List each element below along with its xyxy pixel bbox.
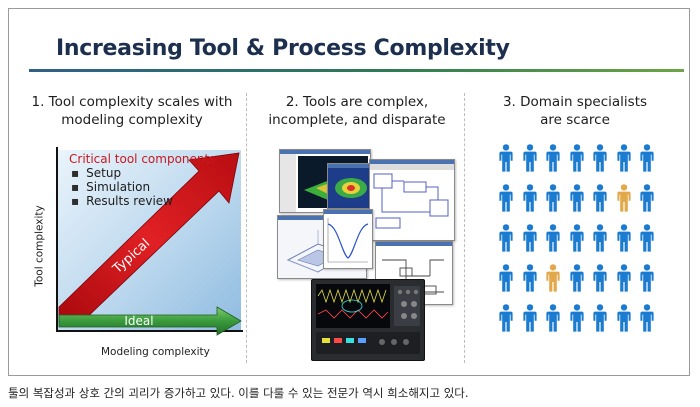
person-icon (640, 184, 654, 212)
x-axis-label: Modeling complexity (101, 346, 210, 358)
slide-title: Increasing Tool & Process Complexity (56, 36, 510, 61)
column-2-heading-line-1: 2. Tools are complex, (285, 94, 429, 110)
person-icon (546, 144, 560, 172)
specialist-icon-highlighted (546, 264, 560, 292)
column-3-heading-line-1: 3. Domain specialists (502, 94, 648, 110)
person-icon (546, 224, 560, 252)
oscilloscope-screen (316, 284, 420, 354)
oscilloscope-image (311, 279, 425, 361)
person-icon (569, 224, 584, 252)
y-axis-label: Tool complexity (33, 205, 46, 287)
component-simulation: Simulation (69, 180, 215, 194)
component-results-review: Results review (69, 194, 215, 208)
person-icon (616, 304, 631, 332)
critical-components-heading: Critical tool components (69, 152, 216, 166)
person-icon (569, 304, 584, 332)
ideal-arrow (58, 306, 242, 336)
person-icon (569, 144, 584, 172)
tool-screenshots-collage (277, 149, 455, 364)
figure-caption: 툴의 복잡성과 상호 간의 괴리가 증가하고 있다. 이를 다룰 수 있는 전문… (8, 386, 469, 400)
person-icon (593, 264, 607, 292)
component-setup: Setup (69, 166, 215, 180)
column-2-heading: 2. Tools are complex, incomplete, and di… (257, 93, 457, 129)
person-icon (569, 184, 584, 212)
person-icon (499, 224, 513, 252)
person-icon (546, 304, 560, 332)
person-icon (640, 224, 654, 252)
column-divider-1 (246, 93, 247, 363)
person-icon (640, 264, 654, 292)
person-icon (640, 304, 654, 332)
tool-window-graph (323, 209, 373, 269)
person-icon (593, 304, 607, 332)
person-icon (569, 264, 584, 292)
column-3-heading: 3. Domain specialists are scarce (475, 93, 675, 129)
person-icon (499, 304, 513, 332)
person-icon (499, 144, 513, 172)
person-icon (616, 264, 631, 292)
complexity-diagram: Typical Ideal Critical tool components S… (34, 145, 244, 358)
specialist-icon-highlighted (616, 184, 631, 212)
column-1-heading-line-2: modeling complexity (61, 112, 203, 128)
tool-window-field-plot (327, 163, 375, 209)
person-icon (546, 184, 560, 212)
column-2-heading-line-2: incomplete, and disparate (268, 112, 446, 128)
person-icon (593, 144, 607, 172)
tool-window-graph-image (324, 214, 372, 268)
person-icon (593, 184, 607, 212)
person-icon (616, 144, 631, 172)
person-icon (522, 144, 537, 172)
column-1-heading: 1. Tool complexity scales with modeling … (27, 93, 237, 129)
person-icon (522, 224, 537, 252)
person-icon (640, 144, 654, 172)
tool-window-schematic (369, 159, 455, 241)
title-underline (29, 69, 684, 72)
ideal-label: Ideal (124, 314, 153, 328)
person-icon (522, 184, 537, 212)
person-icon (499, 264, 513, 292)
critical-components-list: Critical tool components Setup Simulatio… (69, 152, 215, 208)
person-icon (616, 224, 631, 252)
person-icon (522, 264, 537, 292)
column-1-heading-line-1: 1. Tool complexity scales with (31, 94, 233, 110)
person-icon (593, 224, 607, 252)
person-icon (499, 184, 513, 212)
specialists-grid (499, 144, 659, 344)
person-icon (522, 304, 537, 332)
tool-window-field-plot-image (328, 168, 374, 208)
column-3-heading-line-2: are scarce (540, 112, 610, 128)
column-divider-2 (464, 93, 465, 363)
slide: Increasing Tool & Process Complexity 1. … (8, 8, 690, 376)
tool-window-schematic-image (370, 164, 454, 229)
